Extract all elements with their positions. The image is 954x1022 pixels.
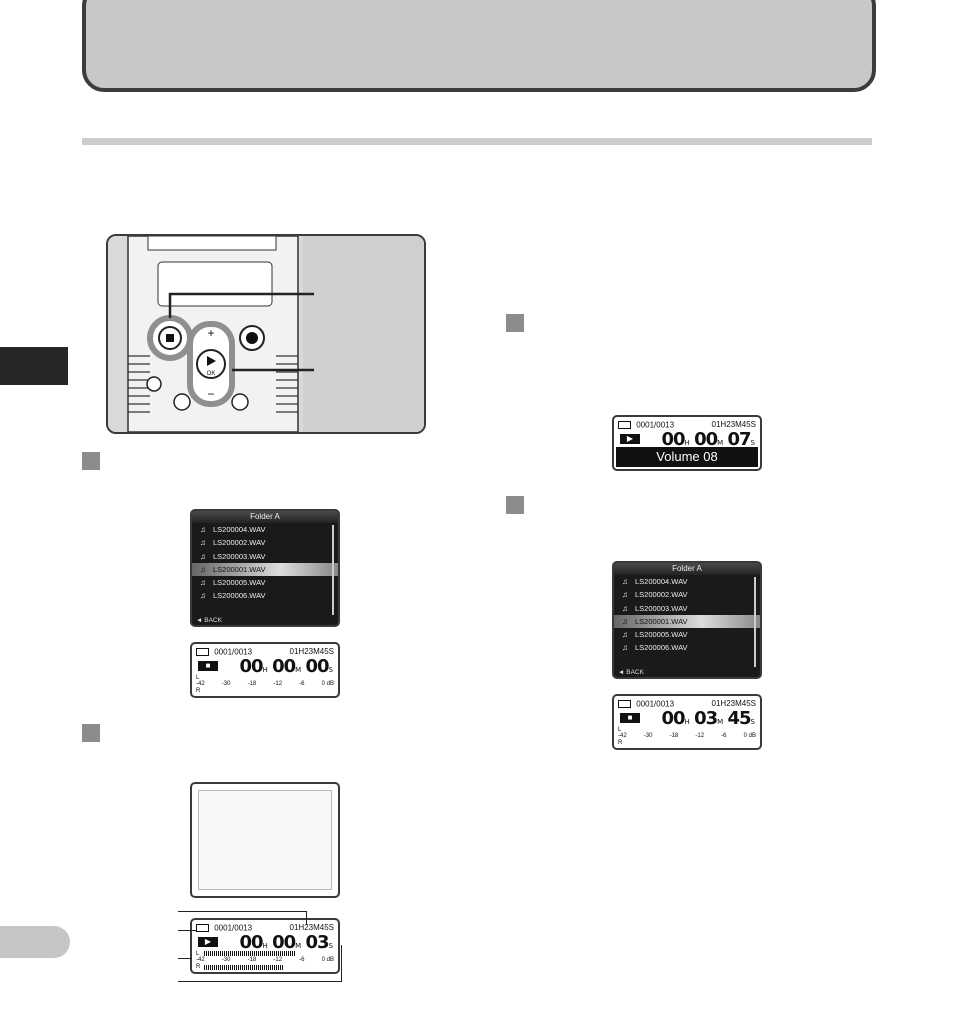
volume-indicator: Volume 08 <box>616 447 758 467</box>
left-level-bar <box>204 951 296 956</box>
chapter-header-band <box>82 0 876 92</box>
elapsed-time: 00H 00M 07S <box>661 429 755 450</box>
play-icon: ▶ <box>198 937 218 947</box>
music-note-icon: ♫ <box>200 551 206 561</box>
remaining-time: 01H23M45S <box>289 923 334 932</box>
elapsed-time: 00H 00M 00S <box>239 656 333 677</box>
stop-icon: ■ <box>198 661 218 671</box>
music-note-icon: ♫ <box>200 578 206 588</box>
right-channel-label: R <box>196 688 201 694</box>
file-count: 0001/0013 <box>636 420 675 430</box>
status-lcd-play: 0001/0013 01H23M45S ▶ 00H 00M 03S L -42-… <box>190 918 340 974</box>
music-note-icon: ♫ <box>622 590 628 600</box>
blank-screen <box>190 782 340 898</box>
file-row[interactable]: ♫LS200003.WAV <box>614 602 760 615</box>
blank-screen-area <box>198 790 332 890</box>
scrollbar <box>332 525 334 615</box>
file-row[interactable]: ♫LS200003.WAV <box>192 550 338 563</box>
file-row[interactable]: ♫LS200004.WAV <box>614 575 760 588</box>
folder-title: Folder A <box>192 511 338 523</box>
file-list-screen: Folder A ♫LS200004.WAV ♫LS200002.WAV ♫LS… <box>190 509 340 627</box>
music-note-icon: ♫ <box>200 538 206 548</box>
file-count: 0001/0013 <box>214 647 253 657</box>
elapsed-time: 00H 03M 45S <box>661 708 755 729</box>
file-row[interactable]: ♫LS200006.WAV <box>614 641 760 654</box>
left-channel-label: L <box>196 675 200 681</box>
callout-line <box>178 911 306 912</box>
section-rule <box>82 138 872 145</box>
recorder-illustration: + − OK <box>106 234 426 434</box>
music-note-icon: ♫ <box>622 603 628 613</box>
stop-icon: ■ <box>620 713 640 723</box>
file-count: 0001/0013 <box>636 699 675 709</box>
status-lcd-stop: 0001/0013 01H23M45S ■ 00H 00M 00S L -42-… <box>190 642 340 698</box>
step-marker-3 <box>506 314 524 332</box>
file-row[interactable]: ♫LS200006.WAV <box>192 589 338 602</box>
step-marker-2 <box>82 724 100 742</box>
callout-line <box>178 958 192 959</box>
file-list-screen: Folder A ♫LS200004.WAV ♫LS200002.WAV ♫LS… <box>612 561 762 679</box>
folder-title: Folder A <box>614 563 760 575</box>
battery-icon <box>196 923 209 932</box>
file-row-selected[interactable]: ♫LS200001.WAV <box>192 562 338 577</box>
callout-line <box>341 945 342 981</box>
status-lcd-volume: 0001/0013 01H23M45S ▶ 00H 00M 07S Volume… <box>612 415 762 471</box>
file-row[interactable]: ♫LS200002.WAV <box>614 588 760 601</box>
music-note-icon: ♫ <box>622 577 628 586</box>
battery-icon <box>196 647 209 656</box>
play-icon: ▶ <box>620 434 640 444</box>
music-note-icon: ♫ <box>200 525 206 534</box>
battery-icon <box>618 420 631 429</box>
file-row[interactable]: ♫LS200005.WAV <box>614 628 760 641</box>
recorder-drawing: + − OK <box>108 236 424 432</box>
chapter-side-tab <box>0 347 68 385</box>
right-channel-label: R <box>196 964 201 970</box>
back-label: ◄ BACK <box>196 617 222 624</box>
file-row[interactable]: ♫LS200002.WAV <box>192 536 338 549</box>
right-level-bar <box>204 965 283 970</box>
scrollbar <box>754 577 756 667</box>
remaining-time: 01H23M45S <box>289 647 334 656</box>
elapsed-time: 00H 00M 03S <box>239 932 333 953</box>
music-note-icon: ♫ <box>200 591 206 601</box>
status-lcd-stop-end: 0001/0013 01H23M45S ■ 00H 03M 45S L -42-… <box>612 694 762 750</box>
callout-line <box>178 981 342 982</box>
left-channel-label: L <box>618 727 622 733</box>
svg-text:+: + <box>207 326 214 340</box>
file-row[interactable]: ♫LS200005.WAV <box>192 576 338 589</box>
remaining-time: 01H23M45S <box>711 420 756 429</box>
music-note-icon: ♫ <box>622 630 628 640</box>
music-note-icon: ♫ <box>622 643 628 653</box>
svg-text:−: − <box>207 387 214 401</box>
back-label: ◄ BACK <box>618 669 644 676</box>
right-channel-label: R <box>618 740 623 746</box>
step-marker-1 <box>82 452 100 470</box>
battery-icon <box>618 699 631 708</box>
remaining-time: 01H23M45S <box>711 699 756 708</box>
file-row[interactable]: ♫LS200004.WAV <box>192 523 338 536</box>
music-note-icon: ♫ <box>200 564 206 574</box>
callout-line <box>306 911 307 925</box>
music-note-icon: ♫ <box>622 616 628 626</box>
file-row-selected[interactable]: ♫LS200001.WAV <box>614 614 760 629</box>
svg-text:OK: OK <box>207 371 216 377</box>
callout-line <box>178 930 196 931</box>
file-count: 0001/0013 <box>214 923 253 933</box>
left-channel-label: L <box>196 951 200 957</box>
page-number-tab <box>0 926 70 958</box>
step-marker-4 <box>506 496 524 514</box>
